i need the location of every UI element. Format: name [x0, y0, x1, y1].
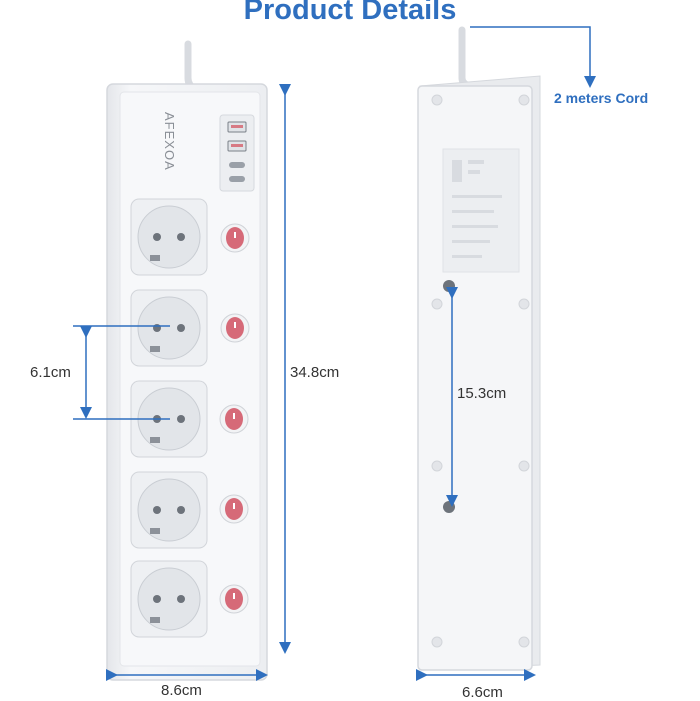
socket — [130, 560, 208, 638]
length-label: 34.8cm — [290, 364, 340, 381]
back-view — [417, 26, 541, 671]
brand-logo-text: AFEXOA — [162, 112, 177, 171]
switch — [219, 584, 249, 614]
switches — [219, 223, 250, 614]
cord-callout-line — [470, 26, 596, 88]
back-width-label: 6.6cm — [462, 684, 503, 701]
front-view — [106, 40, 268, 681]
cord-label: 2 meters Cord — [554, 90, 649, 106]
hole-spacing-label: 15.3cm — [457, 385, 507, 402]
socket — [130, 471, 208, 549]
usb-c-port — [229, 176, 245, 182]
switch — [220, 313, 250, 343]
switch — [220, 223, 250, 253]
switch — [219, 494, 249, 524]
socket — [130, 289, 208, 367]
usb-c-port — [229, 162, 245, 168]
back-cord — [458, 26, 474, 90]
switch — [219, 404, 249, 434]
sockets — [130, 198, 208, 638]
socket-spacing-label: 6.1cm — [30, 364, 71, 381]
socket-spacing-dimension — [73, 325, 170, 420]
usb-ports — [219, 114, 255, 192]
socket — [130, 198, 208, 276]
page-title: Product Details — [243, 0, 457, 26]
front-width-label: 8.6cm — [161, 682, 202, 699]
